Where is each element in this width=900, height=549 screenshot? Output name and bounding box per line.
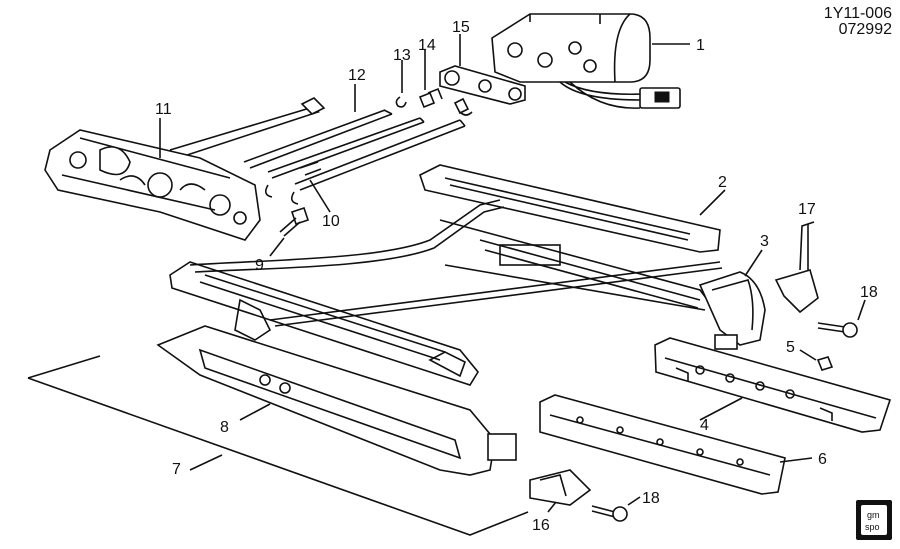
part-6-track [539,394,813,495]
part-2-frame [169,164,726,386]
callout-7: 7 [172,461,181,478]
callout-12: 12 [348,67,366,84]
drawing-code-line2: 072992 [838,21,892,38]
part-7-assembly-bracket [27,355,529,536]
callout-3: 3 [760,233,769,250]
part-5-screw [799,349,834,371]
callout-16: 16 [532,517,550,534]
logo-spo: spo [865,522,880,532]
callout-5: 5 [786,339,795,356]
part-8-cover [156,325,517,476]
callout-6: 6 [818,451,827,468]
part-15-bracket [439,34,526,105]
callout-11: 11 [155,101,172,118]
callout-10: 10 [322,213,340,230]
part-4-track [654,337,892,433]
callout-4: 4 [700,417,709,434]
drawing-code: 1Y11-006 072992 [824,6,892,38]
callout-13: 13 [393,47,411,64]
part-9-bolt [269,206,310,257]
callout-9: 9 [255,257,264,274]
callout-18-upper: 18 [860,284,878,301]
callout-2: 2 [718,174,727,191]
gm-spo-logo: gm spo [856,500,892,540]
callout-17: 17 [798,201,816,218]
part-3-bracket [698,249,766,350]
part-17-cover [774,221,819,314]
callout-15: 15 [452,19,470,36]
part-12-10-shafts [243,84,466,213]
part-13-14-clips [395,50,473,116]
callout-8: 8 [220,419,229,436]
callout-1: 1 [696,37,705,54]
part-18-screw-lower [591,496,641,522]
part-18-screw-upper [817,299,866,338]
drawing-code-line1: 1Y11-006 [823,5,892,22]
part-16-clip [529,469,592,513]
part-1-motor [491,13,690,109]
callout-18-lower: 18 [642,490,660,507]
logo-gm: gm [867,510,880,520]
callout-14: 14 [418,37,436,54]
part-11-transmission [44,97,326,241]
